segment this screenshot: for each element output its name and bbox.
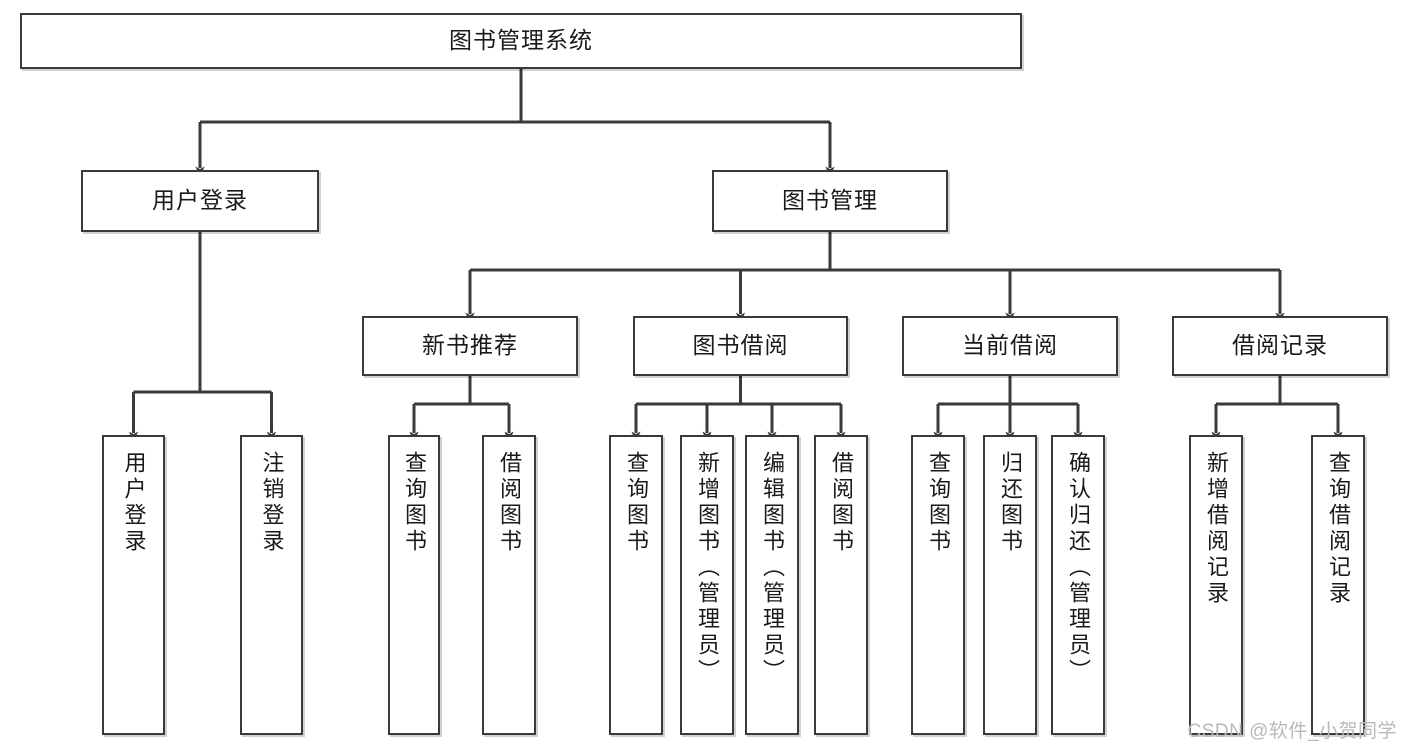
node-label: 图书借阅 — [692, 332, 789, 359]
node-label: 新增图书（管理员） — [695, 451, 720, 685]
node-label: 图书管理 — [782, 187, 878, 214]
node-label: 用户登录 — [152, 187, 248, 214]
node-lf-11: 新增借阅记录 — [1189, 435, 1243, 735]
node-label: 查询图书 — [926, 451, 951, 555]
node-label: 新书推荐 — [422, 332, 518, 359]
node-lf-10: 确认归还（管理员） — [1051, 435, 1105, 735]
node-l1-1: 图书管理 — [712, 170, 948, 232]
node-label: 当前借阅 — [962, 332, 1058, 359]
node-l1-0: 用户登录 — [81, 170, 319, 232]
node-label: 图书管理系统 — [449, 27, 593, 54]
node-label: 查询借阅记录 — [1326, 451, 1351, 607]
node-lf-2: 查询图书 — [388, 435, 440, 735]
node-label: 新增借阅记录 — [1204, 451, 1229, 607]
node-label: 查询图书 — [402, 451, 427, 555]
node-label: 用户登录 — [121, 451, 147, 555]
node-l2-0: 新书推荐 — [362, 316, 578, 376]
watermark-text: CSDN @软件_小贺同学 — [1187, 721, 1397, 742]
node-label: 借阅图书 — [497, 451, 522, 555]
node-lf-3: 借阅图书 — [482, 435, 536, 735]
node-l2-1: 图书借阅 — [633, 316, 848, 376]
node-lf-4: 查询图书 — [609, 435, 663, 735]
node-lf-1: 注销登录 — [240, 435, 303, 735]
node-label: 注销登录 — [259, 451, 285, 555]
node-lf-7: 借阅图书 — [814, 435, 868, 735]
node-label: 借阅图书 — [829, 451, 854, 555]
node-label: 查询图书 — [624, 451, 649, 555]
node-lf-6: 编辑图书（管理员） — [745, 435, 799, 735]
node-l2-2: 当前借阅 — [902, 316, 1118, 376]
node-lf-0: 用户登录 — [102, 435, 165, 735]
node-label: 借阅记录 — [1232, 332, 1328, 359]
node-lf-12: 查询借阅记录 — [1311, 435, 1365, 735]
node-label: 确认归还（管理员） — [1066, 451, 1091, 685]
node-lf-8: 查询图书 — [911, 435, 965, 735]
node-lf-5: 新增图书（管理员） — [680, 435, 734, 735]
node-lf-9: 归还图书 — [983, 435, 1037, 735]
node-root: 图书管理系统 — [20, 13, 1022, 69]
node-label: 归还图书 — [998, 451, 1023, 555]
node-l2-3: 借阅记录 — [1172, 316, 1388, 376]
node-label: 编辑图书（管理员） — [760, 451, 785, 685]
